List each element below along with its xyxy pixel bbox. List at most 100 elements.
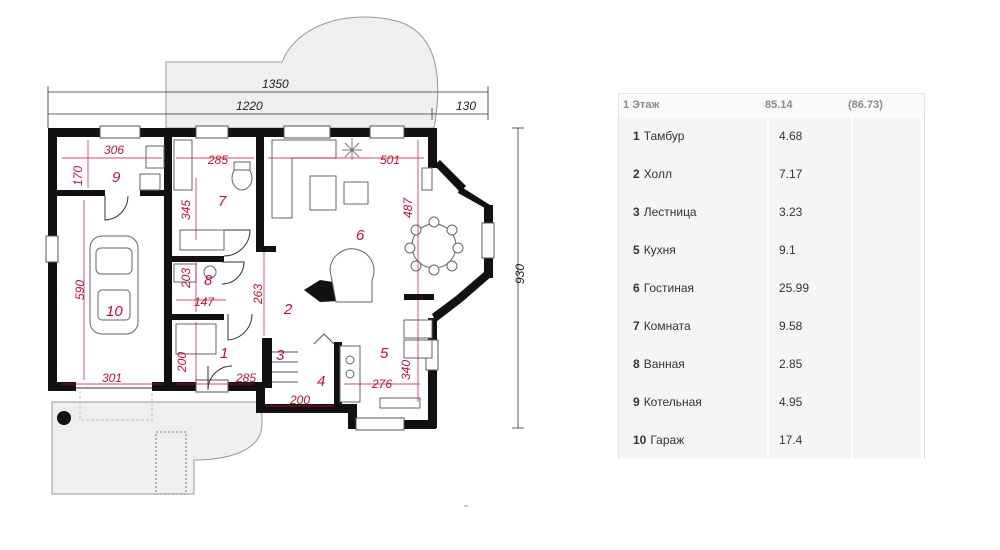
header-floor: 1 Этаж xyxy=(623,99,660,111)
room-number: 5 xyxy=(633,243,640,257)
dim-285-bottom: 285 xyxy=(235,371,256,385)
room-extra xyxy=(853,307,921,345)
room-area: 3.23 xyxy=(769,193,851,231)
dim-203: 203 xyxy=(179,268,193,289)
dim-200-left: 200 xyxy=(175,352,189,373)
room-extra xyxy=(853,155,921,193)
room-extra xyxy=(853,193,921,231)
room-number: 2 xyxy=(633,167,640,181)
dimension-lines xyxy=(47,86,524,429)
room-number-8: 8 xyxy=(204,272,213,289)
dim-501: 501 xyxy=(380,153,400,167)
room-number-9: 9 xyxy=(112,169,121,186)
dim-487: 487 xyxy=(401,197,415,218)
room-name: Гараж xyxy=(650,433,685,447)
room-area: 9.58 xyxy=(769,307,851,345)
plant xyxy=(155,138,362,495)
room-number-2: 2 xyxy=(283,301,293,318)
dim-147: 147 xyxy=(194,295,215,309)
room-extra xyxy=(853,269,921,307)
room-number: 10 xyxy=(633,433,647,447)
room-extra xyxy=(853,345,921,383)
room-area: 25.99 xyxy=(769,269,851,307)
room-name: Котельная xyxy=(643,395,702,409)
inner-dimension-lines xyxy=(62,140,424,407)
room-area: 17.4 xyxy=(769,421,851,459)
dim-301: 301 xyxy=(102,371,122,385)
interior-floor xyxy=(52,130,490,420)
doors xyxy=(76,195,253,391)
room-number-5: 5 xyxy=(380,345,389,362)
stairs xyxy=(272,333,335,383)
room-area: 4.68 xyxy=(769,117,851,155)
dim-total: 1350 xyxy=(262,77,289,91)
room-name: Кухня xyxy=(643,243,676,257)
room-number: 7 xyxy=(633,319,640,333)
room-number-7: 7 xyxy=(218,193,227,210)
room-number-1: 1 xyxy=(220,345,228,362)
room-number-10: 10 xyxy=(106,303,123,320)
header-area: 85.14 xyxy=(765,99,793,111)
room-name: Тамбур xyxy=(643,129,685,143)
room-area: 9.1 xyxy=(769,231,851,269)
terrace-area xyxy=(51,16,439,495)
dim-590: 590 xyxy=(73,280,87,300)
table-header: 1 Этаж 85.14 (86.73) xyxy=(619,94,924,116)
dim-extra: 130 xyxy=(456,99,476,113)
dim-285-top: 285 xyxy=(207,153,228,167)
room-number: 8 xyxy=(633,357,640,371)
room-name: Холл xyxy=(643,167,672,181)
room-number: 9 xyxy=(633,395,640,409)
dim-170: 170 xyxy=(71,166,85,186)
room-name: Гостиная xyxy=(643,281,695,295)
room-extra xyxy=(853,383,921,421)
room-number-4: 4 xyxy=(317,373,325,390)
floor-plan: 1350 1220 130 930 306 285 501 170 345 48… xyxy=(45,16,527,495)
windows xyxy=(45,125,495,431)
room-area: 2.85 xyxy=(769,345,851,383)
dim-263: 263 xyxy=(251,284,265,305)
room-area: 4.95 xyxy=(769,383,851,421)
room-name: Ванная xyxy=(643,357,685,371)
dim-276: 276 xyxy=(371,377,392,391)
dim-200-bottom: 200 xyxy=(289,393,310,407)
dim-340: 340 xyxy=(399,360,413,380)
header-extra: (86.73) xyxy=(848,99,883,111)
room-area: 7.17 xyxy=(769,155,851,193)
room-number: 3 xyxy=(633,205,640,219)
room-number-3: 3 xyxy=(276,347,285,364)
dim-main: 1220 xyxy=(236,99,263,113)
dim-306: 306 xyxy=(104,143,124,157)
room-number: 1 xyxy=(633,129,640,143)
room-extra xyxy=(853,421,921,459)
room-name: Комната xyxy=(643,319,691,333)
dim-height: 930 xyxy=(513,264,527,284)
page-marker xyxy=(464,505,468,507)
room-extra xyxy=(853,231,921,269)
dim-345: 345 xyxy=(179,200,193,220)
room-extra xyxy=(853,117,921,155)
room-number: 6 xyxy=(633,281,640,295)
chimney xyxy=(57,411,71,425)
room-number-6: 6 xyxy=(356,227,365,244)
room-name: Лестница xyxy=(643,205,697,219)
